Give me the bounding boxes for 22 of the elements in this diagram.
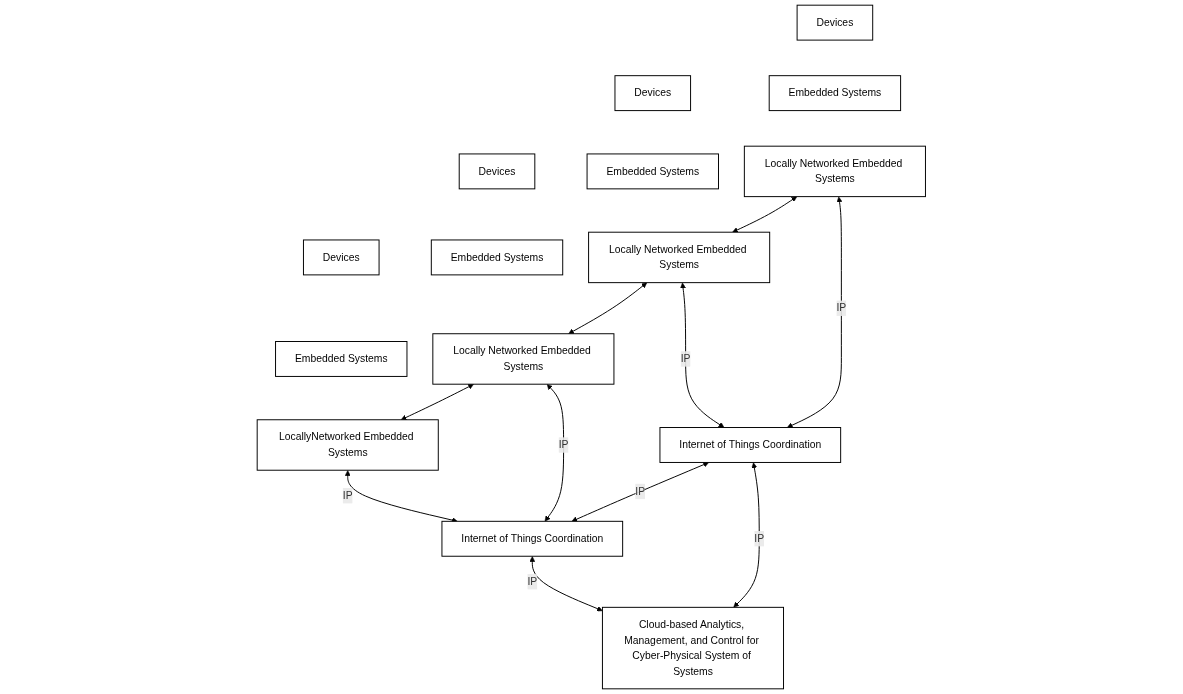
node-box: Cloud-based Analytics, Management, and Control for Cyber-Physical System of Systems (602, 606, 785, 690)
edge-label: IP (836, 302, 847, 314)
node-box: Locally Networked Embedded Systems (744, 145, 927, 198)
edge-label: IP (343, 489, 353, 501)
node-box: Locally Networked Embedded Systems (432, 333, 615, 385)
node-box: Embedded Systems (586, 153, 720, 190)
edge-label: IP (635, 485, 646, 497)
edge-label: IP (754, 532, 765, 544)
node-box: Internet of Things Coordination (441, 520, 624, 557)
edge-label: IP (680, 353, 691, 365)
node-box: Devices (796, 4, 874, 41)
edge-label: IP (558, 439, 569, 451)
node-box: Devices (458, 153, 536, 190)
node-box: Embedded Systems (431, 239, 564, 276)
node-box: Locally Networked Embedded Systems (588, 231, 771, 284)
node-box: Devices (303, 239, 380, 276)
node-box: Devices (614, 75, 692, 112)
node-box: Internet of Things Coordination (659, 427, 842, 463)
node-box: LocallyNetworked Embedded Systems (256, 419, 439, 471)
node-box: Embedded Systems (275, 341, 408, 377)
edge-label: IP (527, 575, 538, 587)
node-box: Embedded Systems (768, 75, 902, 112)
